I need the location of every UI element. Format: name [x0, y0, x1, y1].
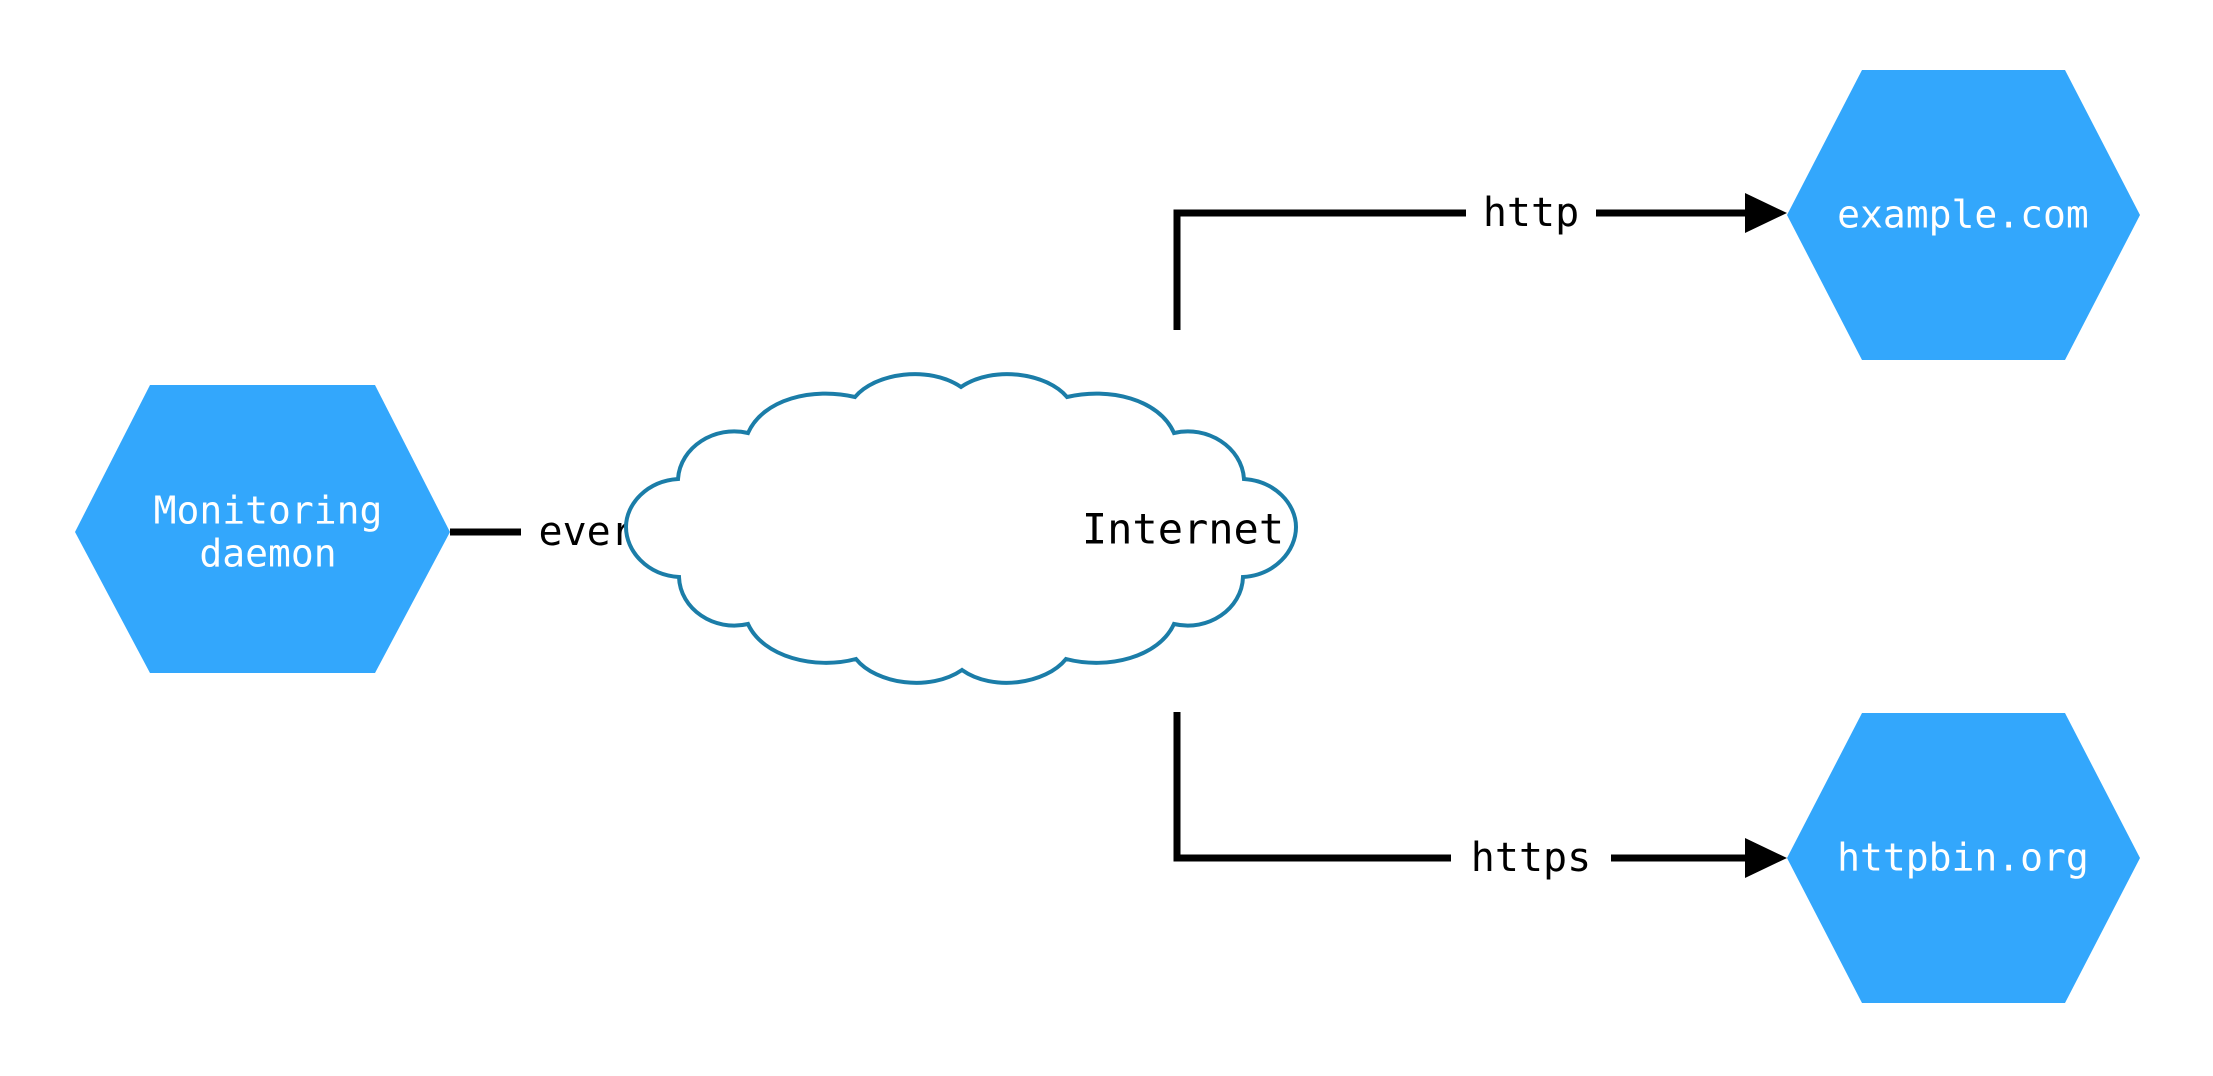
arrow-head-https — [1745, 838, 1787, 878]
edge-internet-to-example-com[interactable]: http — [1173, 190, 1787, 330]
node-label-httpbin-org: httpbin.org — [1837, 836, 2089, 880]
cloud-internet — [623, 372, 1299, 685]
edge-https-path — [1173, 712, 1753, 862]
node-label-monitoring-daemon-line2: daemon — [199, 532, 336, 576]
arrow-head-http — [1745, 193, 1787, 233]
node-internet[interactable]: Internet — [623, 372, 1299, 685]
edge-label-http: http — [1483, 190, 1579, 236]
node-label-internet: Internet — [1082, 505, 1284, 554]
hexagon-example-com — [1787, 70, 2140, 360]
node-example-com[interactable]: example.com — [1787, 70, 2140, 360]
edge-internet-to-httpbin-org[interactable]: https — [1173, 712, 1787, 881]
node-httpbin-org[interactable]: httpbin.org — [1787, 713, 2140, 1003]
node-label-monitoring-daemon-line1: Monitoring — [154, 489, 383, 533]
edge-http-path — [1173, 209, 1753, 330]
node-label-example-com: example.com — [1837, 193, 2089, 237]
edge-label-https: https — [1471, 835, 1591, 881]
node-monitoring-daemon[interactable]: Monitoring daemon — [75, 385, 450, 673]
hexagon-httpbin-org — [1787, 713, 2140, 1003]
hexagon-monitoring-daemon — [75, 385, 450, 673]
